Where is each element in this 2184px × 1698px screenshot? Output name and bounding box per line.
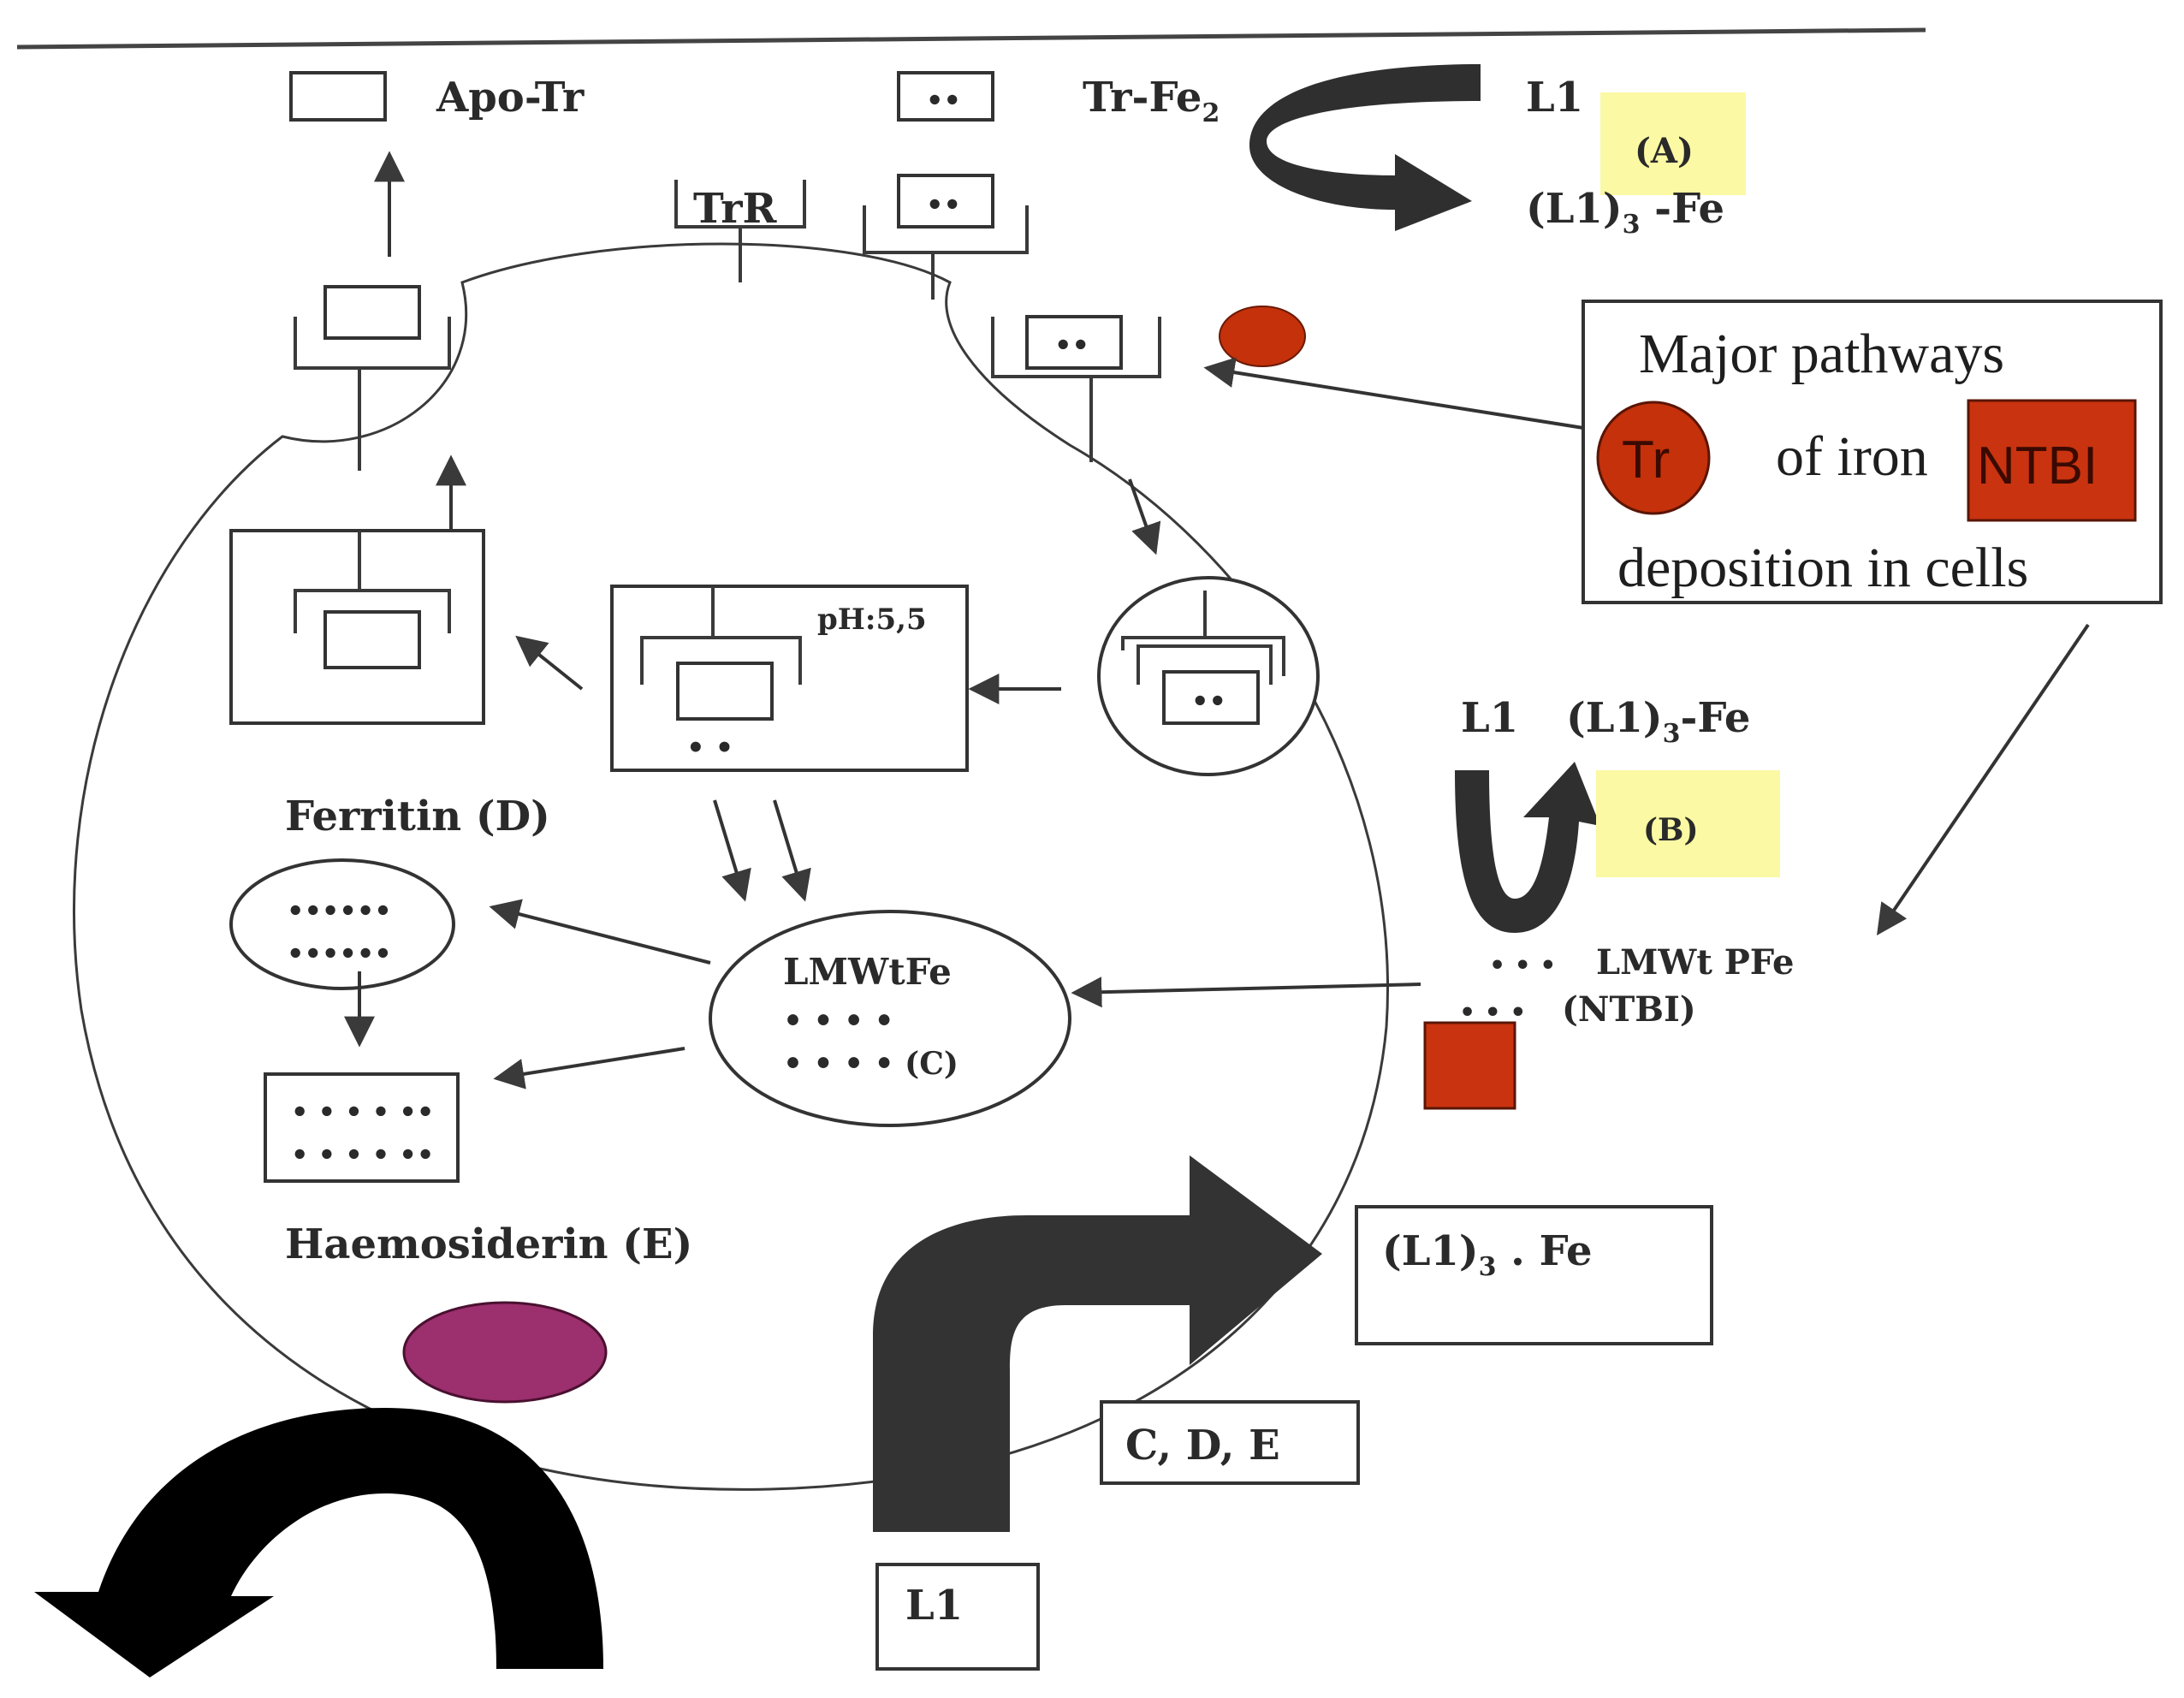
lmwtfe-label: LMWtFe bbox=[783, 951, 952, 993]
legend-ntbi-square bbox=[1967, 399, 2137, 522]
chelated-product-box bbox=[1355, 1205, 1713, 1345]
chelation-b-tag: (B) bbox=[1643, 812, 1699, 848]
apo-tr-box bbox=[289, 71, 387, 122]
loaded-receptor-top-box bbox=[897, 174, 994, 229]
cell-membrane bbox=[73, 242, 1389, 1491]
chelation-a-highlight bbox=[1600, 92, 1746, 195]
top-rule bbox=[16, 27, 1926, 50]
ntbi-to-lmwtfe-arrow bbox=[1071, 977, 1421, 1008]
lmwtfe-to-ferritin-arrow bbox=[489, 899, 711, 965]
endosome-receptor bbox=[640, 586, 802, 685]
targets-box bbox=[1100, 1400, 1360, 1485]
right-pit-receptor bbox=[991, 317, 1161, 462]
left-pit-box bbox=[323, 285, 421, 340]
chelation-b-highlight bbox=[1596, 770, 1780, 877]
legend-middle: of iron bbox=[1776, 425, 1928, 488]
ferritin-label: Ferritin (D) bbox=[285, 793, 550, 840]
legend-to-pit-arrow bbox=[1203, 357, 1584, 430]
legend-title: Major pathways bbox=[1639, 323, 2004, 385]
ferritin-shell bbox=[229, 858, 455, 990]
right-pit-box bbox=[1025, 315, 1123, 370]
vesicle-box bbox=[1162, 670, 1260, 725]
chelation-b-l1: L1 bbox=[1461, 694, 1518, 742]
l1-box bbox=[875, 1563, 1040, 1671]
ntbi-pool-line1-dots: • • • bbox=[1489, 951, 1556, 981]
lmwtfe-row2: • • • • (C) bbox=[783, 1046, 958, 1082]
l1-box-label: L1 bbox=[905, 1582, 963, 1630]
haemosiderin-label: Haemosiderin (E) bbox=[285, 1220, 692, 1268]
chelated-product-label: (L1)3 . Fe bbox=[1382, 1227, 1593, 1282]
chelation-a-arrow bbox=[1249, 64, 1481, 231]
tr-fe2-box bbox=[897, 71, 994, 122]
ntbi-marker bbox=[1423, 1021, 1516, 1110]
legend-to-ntbi-arrow bbox=[1876, 623, 2090, 935]
chelation-b-arrow bbox=[1455, 762, 1600, 933]
legend-tr-label: Tr bbox=[1622, 430, 1670, 490]
chelation-b-product: (L1)3-Fe bbox=[1566, 694, 1750, 749]
chelation-a-product: (L1)3 -Fe bbox=[1526, 185, 1724, 240]
right-pit-dots: •• bbox=[1054, 329, 1089, 361]
targets-label: C, D, E bbox=[1125, 1422, 1280, 1469]
l1-extraction-arrow bbox=[873, 1155, 1322, 1532]
legend-tr-circle bbox=[1596, 401, 1711, 515]
endosome-inner-box bbox=[676, 662, 774, 721]
chelation-a-l1: L1 bbox=[1526, 74, 1583, 122]
tr-fe2-label: Tr-Fe2 bbox=[1083, 74, 1220, 128]
ferritin-row1: •••••• bbox=[287, 894, 392, 927]
legend-footer: deposition in cells bbox=[1617, 537, 2028, 599]
endosome-box bbox=[610, 585, 969, 772]
tr-fe2-dots: •• bbox=[926, 84, 961, 116]
excretion-arrow bbox=[34, 1408, 603, 1677]
loaded-receptor-top-dots: •• bbox=[926, 188, 961, 221]
tr-marker-near-pit bbox=[1219, 306, 1306, 367]
vesicle-dots: •• bbox=[1191, 685, 1226, 717]
ntbi-pool-line1: LMWt PFe bbox=[1596, 942, 1794, 983]
vesicle-receptor bbox=[1121, 591, 1285, 676]
apo-tr-label: Apo-Tr bbox=[436, 74, 585, 122]
recycling-receptor bbox=[294, 531, 451, 633]
recycling-inner-box bbox=[323, 610, 421, 669]
lmwtfe-pool bbox=[709, 910, 1071, 1127]
internalize-arrow bbox=[1128, 478, 1161, 555]
trr-receptor bbox=[674, 180, 806, 282]
trr-label: TrR bbox=[693, 185, 778, 233]
iron-release-arrow-2 bbox=[773, 799, 811, 902]
endosome-to-recycle-arrow bbox=[515, 635, 584, 691]
endosome-dots: • • bbox=[686, 731, 733, 765]
ferritin-row2: •••••• bbox=[287, 937, 392, 970]
vesicle-receptor-arms bbox=[1137, 644, 1273, 685]
haemosiderin-row1: • • • • •• bbox=[291, 1095, 434, 1128]
lmwtfe-to-haemosiderin-arrow bbox=[493, 1047, 685, 1089]
loaded-receptor-top bbox=[863, 205, 1029, 300]
legend-ntbi-label: NTBI bbox=[1977, 436, 2098, 496]
left-pit-receptor bbox=[294, 317, 451, 471]
haemosiderin-blob bbox=[402, 1301, 608, 1404]
ntbi-pool-line2: (NTBI) bbox=[1562, 989, 1696, 1030]
haemosiderin-row2: • • • • •• bbox=[291, 1138, 434, 1171]
haemosiderin-box bbox=[264, 1072, 460, 1183]
chelation-a-tag: (A) bbox=[1635, 131, 1694, 171]
iron-release-arrow-1 bbox=[713, 799, 751, 902]
lmwtfe-row1: • • • • bbox=[783, 1003, 894, 1039]
endosome-ph: pH:5,5 bbox=[817, 603, 927, 637]
